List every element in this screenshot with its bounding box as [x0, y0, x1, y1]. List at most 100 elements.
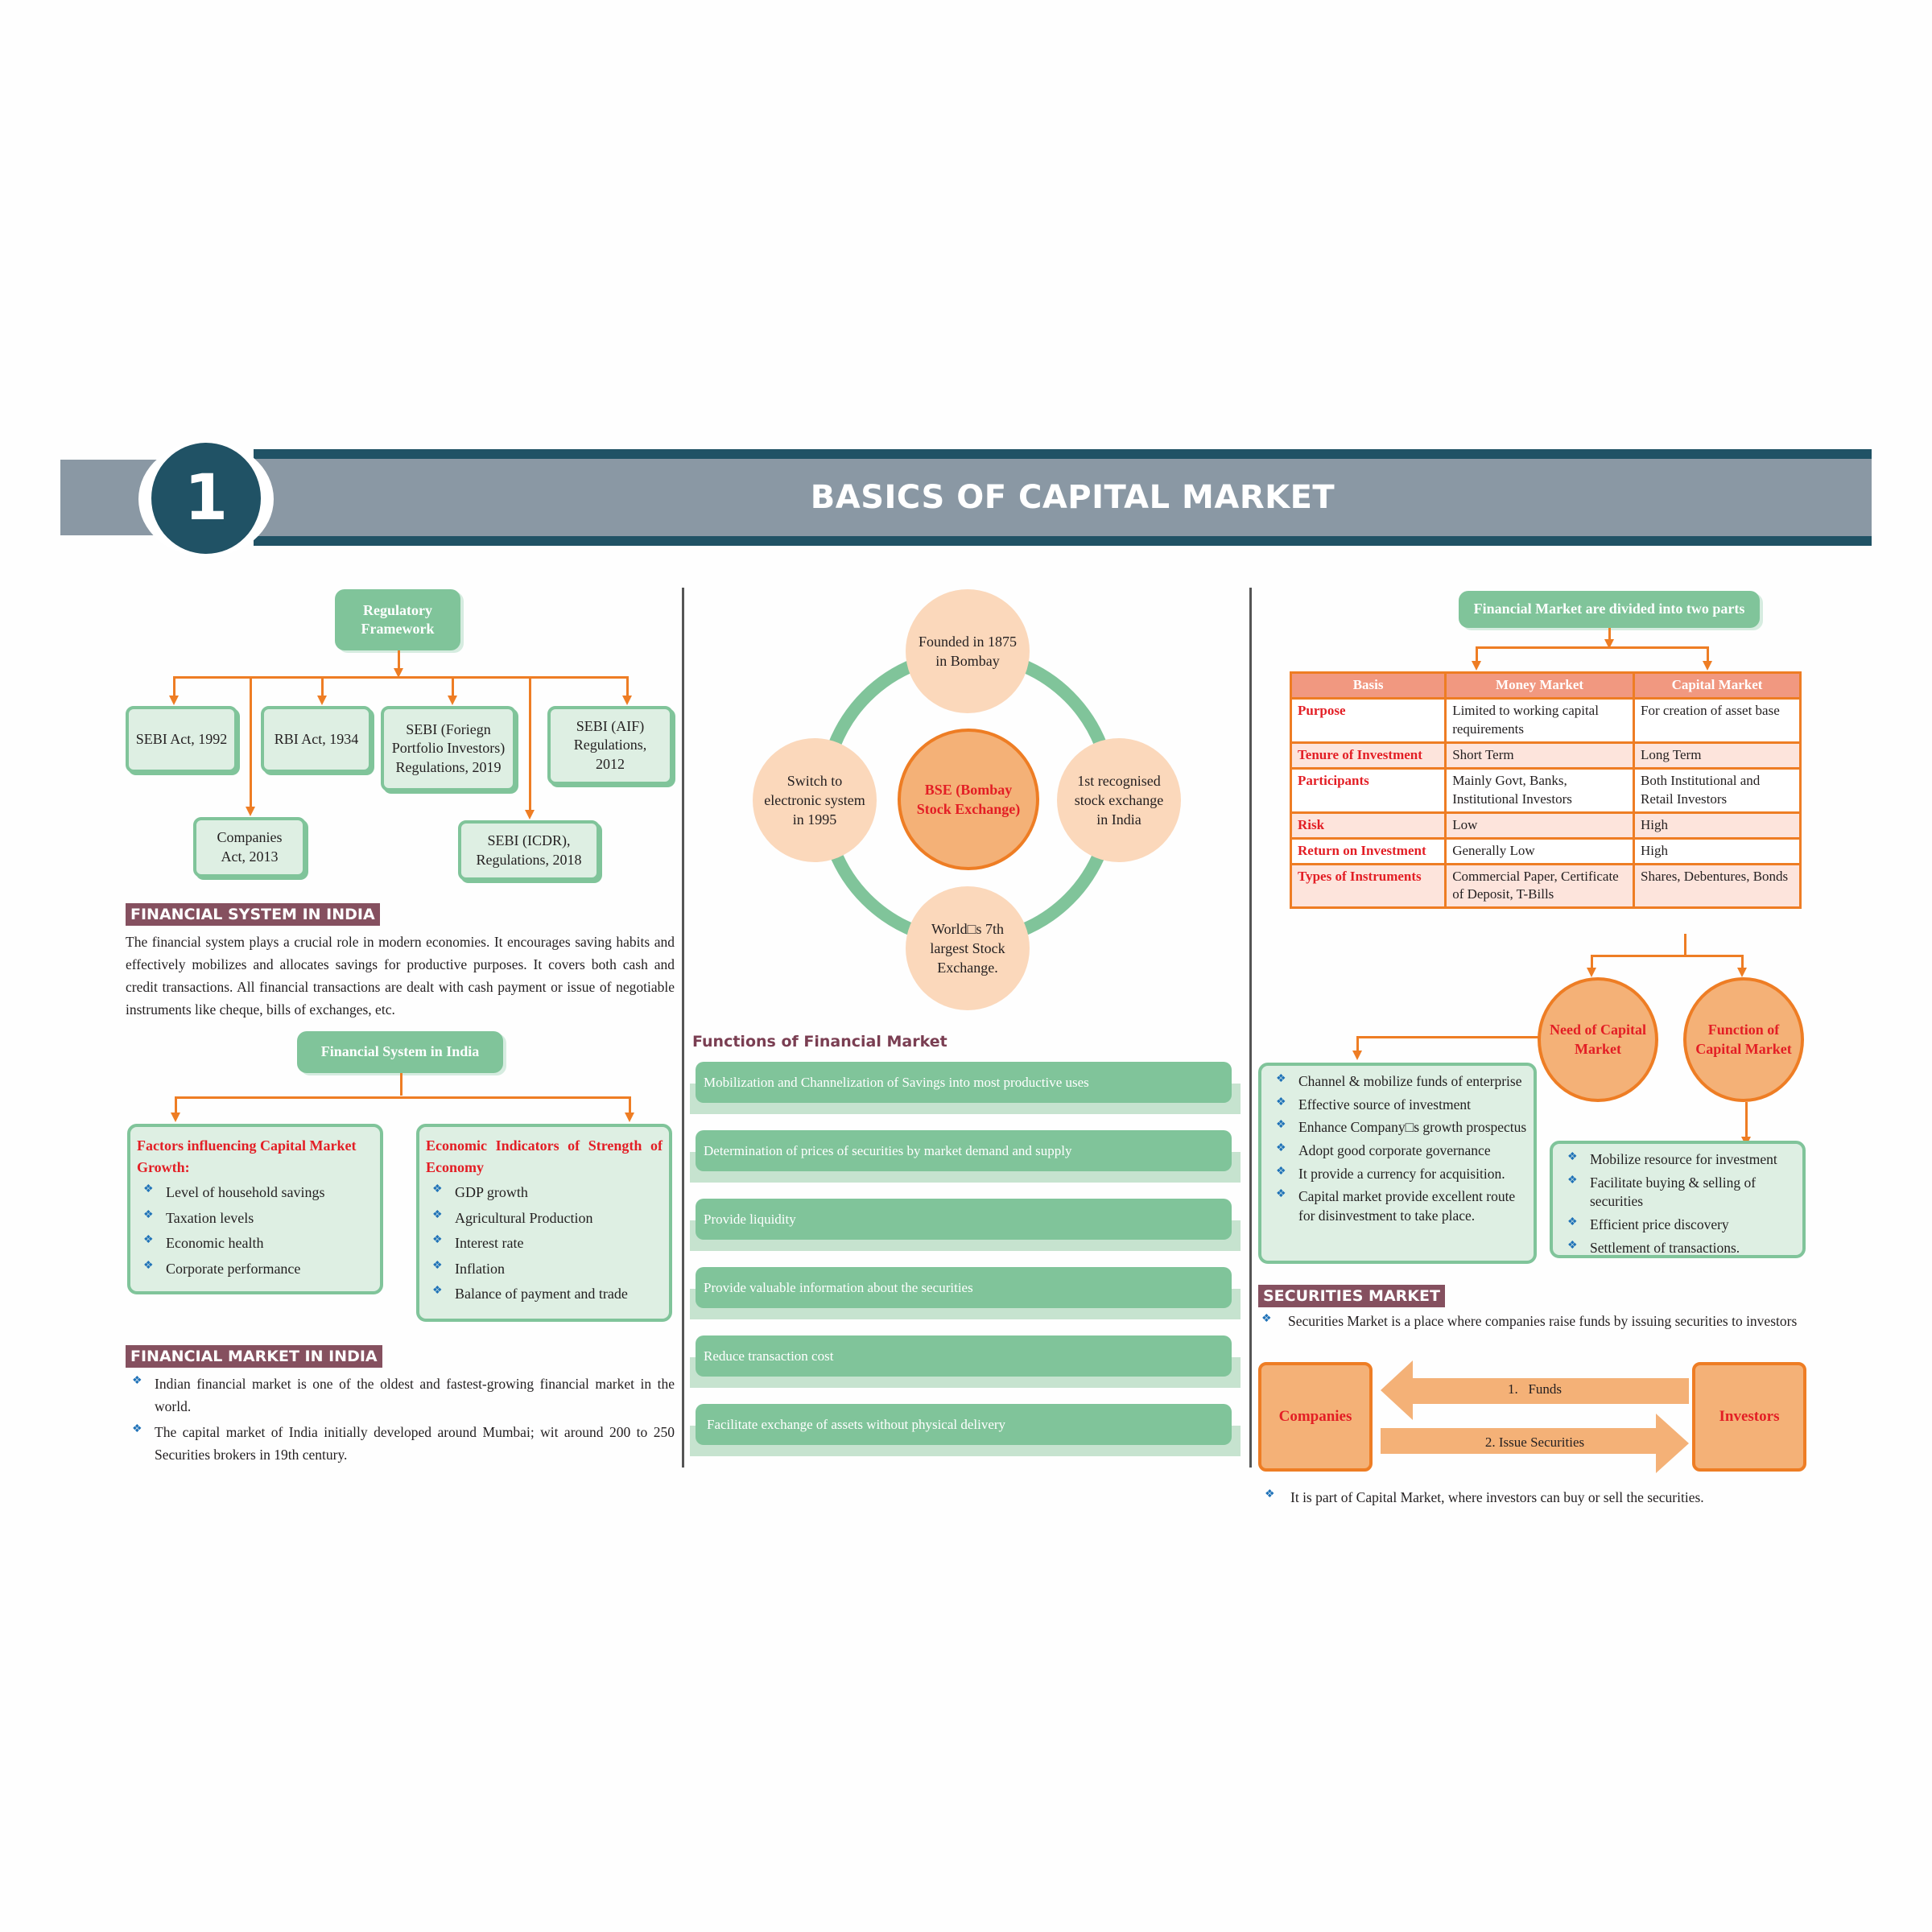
- connector: [629, 1096, 631, 1114]
- table-cell: Types of Instruments: [1289, 862, 1447, 910]
- issue-securities-arrow-icon: [1381, 1414, 1689, 1473]
- table-cell: Short Term: [1444, 741, 1635, 770]
- column-divider-left: [682, 588, 684, 1468]
- list-item: ❖Efficient price discovery: [1567, 1216, 1729, 1232]
- bullet-icon: ❖: [432, 1183, 443, 1195]
- bullet-icon: ❖: [1567, 1151, 1578, 1163]
- table-cell: Purpose: [1289, 696, 1447, 744]
- bse-fact-electronic: Switch to electronic system in 1995: [753, 738, 877, 862]
- bullet-icon: ❖: [143, 1259, 154, 1272]
- bullet-icon: ❖: [1567, 1239, 1578, 1252]
- companies-box: Companies: [1258, 1362, 1373, 1472]
- list-item: ❖Economic health: [137, 1231, 374, 1257]
- table-row: Purpose Limited to working capital requi…: [1289, 696, 1802, 744]
- bullet-icon: ❖: [132, 1423, 142, 1435]
- financial-market-list: ❖Indian financial market is one of the o…: [126, 1373, 675, 1466]
- bullet-icon: ❖: [432, 1208, 443, 1221]
- connector: [400, 1073, 402, 1096]
- connector: [452, 676, 454, 697]
- list-item: ❖Enhance Company□s growth prospectus: [1276, 1119, 1527, 1136]
- arrow-down-icon: [1737, 968, 1747, 977]
- table-row: Participants Mainly Govt, Banks, Institu…: [1289, 766, 1802, 814]
- connector: [1591, 955, 1744, 957]
- header-bar-bottom: [254, 536, 1872, 546]
- list-item: ❖Effective source of investment: [1276, 1096, 1471, 1113]
- connector: [1476, 646, 1478, 663]
- list-item: ❖The capital market of India initially d…: [126, 1421, 675, 1466]
- bullet-icon: ❖: [1276, 1141, 1286, 1154]
- bse-fact-first-recognised: 1st recognised stock exchange in India: [1057, 738, 1181, 862]
- bullet-icon: ❖: [132, 1375, 142, 1387]
- list-item: ❖Adopt good corporate governance: [1276, 1141, 1491, 1158]
- table-cell: Mainly Govt, Banks, Institutional Invest…: [1444, 766, 1635, 814]
- arrow-down-icon: [394, 668, 403, 678]
- connector: [398, 650, 400, 671]
- regulation-sebi-fpi: SEBI (Foriegn Portfolio Investors) Regul…: [381, 706, 516, 791]
- arrow-down-icon: [1587, 968, 1596, 977]
- list-item: ❖It is part of Capital Market, where inv…: [1258, 1486, 1808, 1509]
- bullet-icon: ❖: [143, 1208, 154, 1221]
- connector: [173, 676, 175, 697]
- section-heading-financial-market: FINANCIAL MARKET IN INDIA: [126, 1345, 382, 1368]
- funds-label: 1. Funds: [1507, 1381, 1563, 1397]
- regulation-sebi-icdr: SEBI (ICDR), Regulations, 2018: [458, 820, 600, 881]
- bullet-icon: ❖: [432, 1234, 443, 1246]
- function-item: Mobilization and Channelization of Savin…: [696, 1062, 1232, 1103]
- table-cell: Commercial Paper, Certificate of Deposit…: [1444, 862, 1635, 910]
- list-item: ❖Balance of payment and trade: [426, 1282, 663, 1307]
- comparison-table: Basis Money Market Capital Market Purpos…: [1289, 671, 1802, 910]
- bullet-icon: ❖: [143, 1234, 154, 1246]
- indicators-panel: Economic Indicators of Strength of Econo…: [416, 1124, 672, 1322]
- issue-securities-label: 2. Issue Securities: [1484, 1435, 1585, 1450]
- list-item: ❖Taxation levels: [137, 1206, 374, 1232]
- arrow-down-icon: [1352, 1051, 1362, 1060]
- regulation-sebi-aif: SEBI (AIF) Regulations, 2012: [547, 706, 673, 785]
- connector: [529, 676, 531, 810]
- function-item: Facilitate exchange of assets without ph…: [696, 1404, 1232, 1445]
- section-heading-securities-market: SECURITIES MARKET: [1258, 1285, 1445, 1307]
- financial-system-paragraph: The financial system plays a crucial rol…: [126, 934, 675, 1018]
- arrow-down-icon: [1472, 661, 1481, 671]
- arrow-down-icon: [525, 810, 535, 819]
- list-item: ❖Channel & mobilize funds of enterprise: [1276, 1073, 1522, 1089]
- connector: [173, 676, 629, 679]
- chapter-number-badge: 1: [151, 443, 261, 554]
- function-item: Provide valuable information about the s…: [696, 1267, 1232, 1308]
- list-item: ❖Inflation: [426, 1257, 663, 1282]
- header-band: [254, 459, 1872, 536]
- list-item: ❖Interest rate: [426, 1231, 663, 1257]
- list-item: ❖Level of household savings: [137, 1180, 374, 1206]
- funds-arrow-icon: [1381, 1360, 1689, 1420]
- table-cell: High: [1632, 811, 1802, 840]
- bullet-icon: ❖: [1261, 1313, 1272, 1325]
- table-row: Risk Low High: [1289, 811, 1802, 840]
- financial-system-node: Financial System in India: [297, 1031, 503, 1073]
- function-item: Determination of prices of securities by…: [696, 1130, 1232, 1171]
- bullet-icon: ❖: [1567, 1216, 1578, 1228]
- table-cell: Tenure of Investment: [1289, 741, 1447, 770]
- section-heading-financial-system: FINANCIAL SYSTEM IN INDIA: [126, 903, 380, 926]
- connector: [1707, 646, 1709, 663]
- factors-panel: Factors influencing Capital Market Growt…: [127, 1124, 383, 1294]
- regulatory-framework-node: Regulatory Framework: [335, 589, 460, 650]
- column-header: Capital Market: [1632, 671, 1802, 700]
- list-item: ❖It provide a currency for acquisition.: [1276, 1165, 1505, 1182]
- connector: [1476, 646, 1709, 649]
- need-of-capital-market-node: Need of Capital Market: [1538, 977, 1658, 1102]
- table-cell: Both Institutional and Retail Investors: [1632, 766, 1802, 814]
- connector: [1608, 628, 1611, 644]
- connector: [250, 676, 252, 808]
- arrow-down-icon: [169, 696, 179, 705]
- regulation-companies-act: Companies Act, 2013: [193, 817, 306, 877]
- connector: [1356, 1036, 1359, 1052]
- connector: [1356, 1036, 1538, 1038]
- connector: [1741, 955, 1744, 969]
- list-item: ❖Securities Market is a place where comp…: [1261, 1313, 1798, 1329]
- connector: [1684, 934, 1686, 955]
- connector: [1745, 1102, 1748, 1139]
- connector: [175, 1096, 177, 1114]
- indicators-title: Economic Indicators of Strength of Econo…: [426, 1137, 663, 1175]
- table-header-row: Basis Money Market Capital Market: [1289, 671, 1802, 700]
- table-cell: Generally Low: [1444, 836, 1635, 865]
- bullet-icon: ❖: [1276, 1073, 1286, 1085]
